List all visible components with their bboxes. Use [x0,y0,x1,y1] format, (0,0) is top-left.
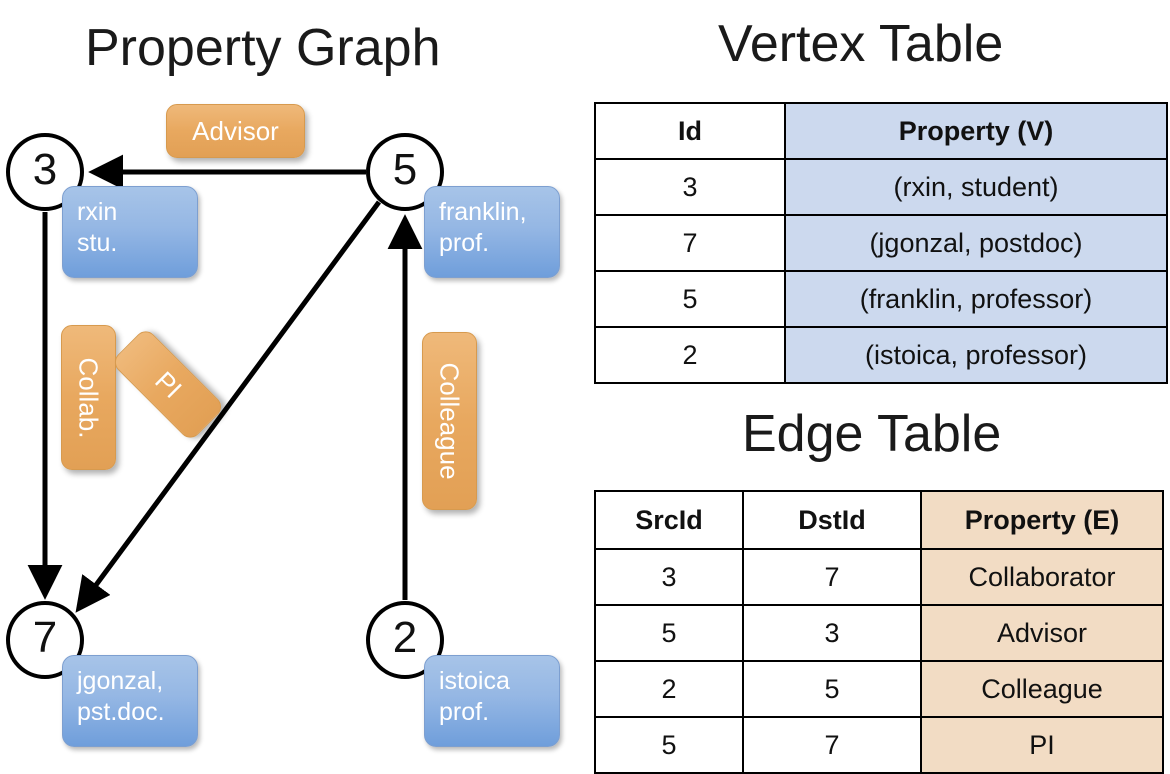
edge-cell-src: 2 [594,660,744,718]
vertex-table: Id Property (V) 3 (rxin, student) 7 (jgo… [594,102,1168,384]
table-row[interactable]: 7 (jgonzal, postdoc) [594,214,1168,272]
page-title-edge-table: Edge Table [742,405,1002,463]
graph-edges-svg [27,154,423,613]
edge-table: SrcId DstId Property (E) 3 7 Collaborato… [594,490,1164,774]
edge-5-to-7 [75,200,382,613]
edge-label-colleague-text: Colleague [434,362,465,480]
edge-col-header-srcid: SrcId [594,490,744,550]
vertex-cell-id: 2 [594,326,786,384]
node-label-2: 2 [392,613,418,662]
edge-cell-src: 5 [594,604,744,662]
edge-cell-src: 3 [594,548,744,606]
vertex-table-header-row: Id Property (V) [594,102,1168,160]
edge-label-collab[interactable]: Collab. [61,325,116,470]
vertex-prop-line-1: rxin [77,198,118,226]
vertex-col-header-property: Property (V) [784,102,1168,160]
edge-label-colleague[interactable]: Colleague [422,332,477,510]
vertex-cell-property: (franklin, professor) [784,270,1168,328]
edge-cell-property: PI [920,716,1164,774]
edge-cell-dst: 3 [742,604,922,662]
vertex-prop-line-2: prof. [439,698,490,727]
edge-col-header-dstid: DstId [742,490,922,550]
table-row[interactable]: 3 7 Collaborator [594,548,1164,606]
page-title-vertex-table: Vertex Table [718,15,1004,73]
vertex-cell-id: 5 [594,270,786,328]
vertex-cell-property: (jgonzal, postdoc) [784,214,1168,272]
graph-node-5[interactable]: 5 [366,133,444,211]
vertex-property-box-7[interactable]: jgonzal, pst.doc. [62,655,198,747]
edge-label-collab-text: Collab. [73,357,104,438]
edge-label-pi-text: PI [148,365,188,404]
vertex-cell-property: (rxin, student) [784,158,1168,216]
edge-cell-property: Collaborator [920,548,1164,606]
vertex-property-box-3[interactable]: rxin stu. [62,186,198,278]
edge-cell-dst: 5 [742,660,922,718]
vertex-prop-line-2: pst.doc. [77,698,165,727]
edge-cell-dst: 7 [742,716,922,774]
edge-label-advisor-text: Advisor [192,116,279,146]
graph-node-2[interactable]: 2 [366,601,444,679]
vertex-property-box-2[interactable]: istoica prof. [424,655,560,747]
vertex-cell-property: (istoica, professor) [784,326,1168,384]
node-label-3: 3 [32,145,58,194]
edge-label-advisor[interactable]: Advisor [166,104,305,158]
table-row[interactable]: 2 5 Colleague [594,660,1164,718]
table-row[interactable]: 3 (rxin, student) [594,158,1168,216]
edge-col-header-property: Property (E) [920,490,1164,550]
edge-cell-dst: 7 [742,548,922,606]
vertex-prop-line-2: prof. [439,229,490,258]
node-label-7: 7 [32,613,58,662]
table-row[interactable]: 5 (franklin, professor) [594,270,1168,328]
edge-cell-property: Advisor [920,604,1164,662]
node-label-5: 5 [392,145,418,194]
page-title-property-graph: Property Graph [85,19,441,77]
vertex-col-header-id: Id [594,102,786,160]
vertex-prop-line-1: jgonzal, [77,667,164,695]
edge-cell-src: 5 [594,716,744,774]
vertex-prop-line-2: stu. [77,229,118,258]
edge-table-header-row: SrcId DstId Property (E) [594,490,1164,550]
vertex-cell-id: 3 [594,158,786,216]
vertex-prop-line-1: franklin, [439,198,527,226]
table-row[interactable]: 2 (istoica, professor) [594,326,1168,384]
table-row[interactable]: 5 3 Advisor [594,604,1164,662]
vertex-property-box-5[interactable]: franklin, prof. [424,186,560,278]
property-graph-diagram: 3 5 7 2 rxin stu. franklin, prof. jgonza… [0,0,585,760]
table-row[interactable]: 5 7 PI [594,716,1164,774]
vertex-prop-line-1: istoica [439,667,510,695]
vertex-cell-id: 7 [594,214,786,272]
edge-cell-property: Colleague [920,660,1164,718]
